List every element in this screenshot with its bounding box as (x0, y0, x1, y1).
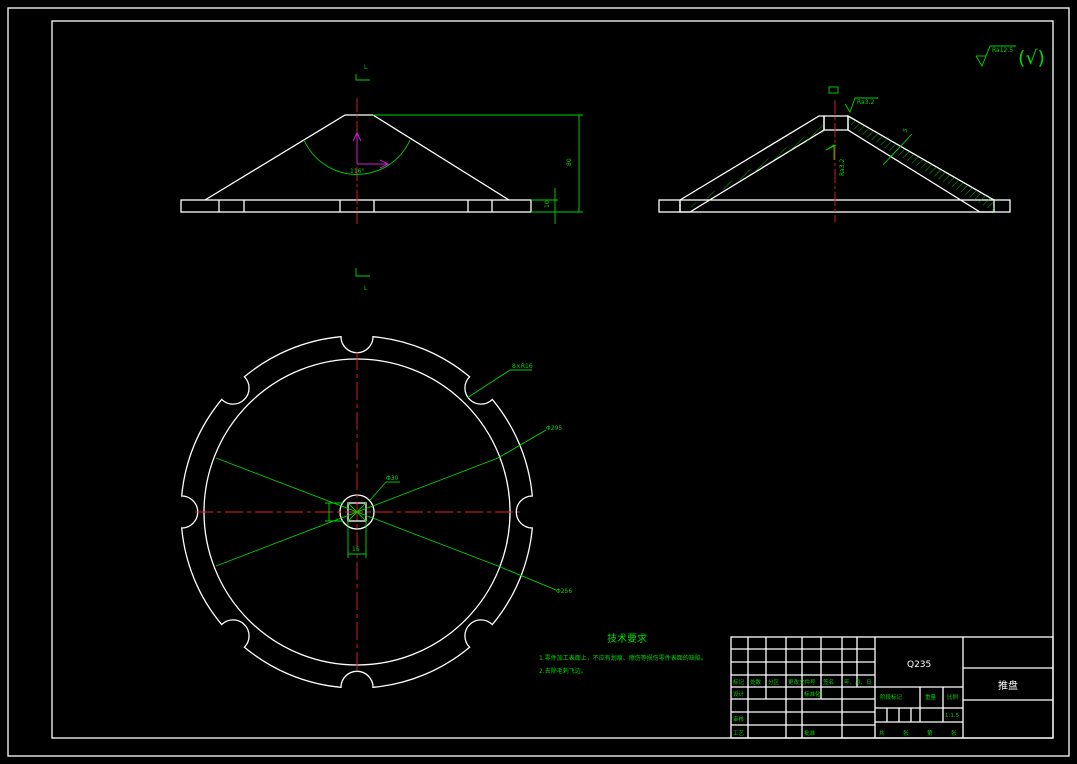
tb-label-review: 审核 (733, 715, 745, 723)
tb-material: Q235 (907, 660, 931, 670)
inner-diameter-label: Φ256 (556, 588, 572, 595)
tb-label-count: 处数 (750, 678, 762, 686)
tb-part-name: 推盘 (998, 679, 1018, 692)
tb-label-date: 年、月、日 (844, 678, 872, 686)
notch-label: 8×R16 (512, 363, 533, 370)
tech-req-line-1: 1.零件加工表面上，不应有划痕、擦伤等损伤零件表面的缺陷。 (539, 654, 707, 662)
section-finish-side: Ra3.2 (839, 159, 846, 176)
tb-weight: 重量 (925, 693, 937, 701)
technical-requirements: 技术要求 1.零件加工表面上，不应有划痕、擦伤等损伤零件表面的缺陷。 2.去除毛… (539, 632, 707, 675)
section-thickness-dimension: 5 (902, 127, 910, 134)
tb-label-mark: 标记 (733, 678, 745, 686)
surface-finish-symbol: Ra12.5 (992, 47, 1013, 54)
surface-finish-bracket: (√) (1018, 47, 1045, 69)
front-view: L 116° 80 10 L (180, 64, 583, 292)
tb-sheet-total: 共 (879, 729, 885, 737)
hub-diameter-label: Φ30 (386, 475, 399, 482)
tb-sheet-no: 第 (927, 729, 933, 737)
outer-notched-profile (180, 335, 534, 689)
inner-frame (51, 20, 1054, 739)
base-plate (180, 199, 532, 213)
tb-label-zone: 分区 (768, 678, 780, 686)
title-block: 标记 处数 分区 更改文件号 签名 年、月、日 设计 标准化 审核 工艺 批准 … (730, 636, 1054, 739)
section-view: Ra3.2 Ra3.2 5 (658, 86, 1011, 222)
section-wall-left (679, 115, 825, 213)
tech-req-line-2: 2.去除毛刺飞边。 (539, 667, 587, 675)
outer-border (7, 7, 1070, 757)
section-mark-bottom: L (364, 285, 368, 292)
hole-width-label: 15 (352, 546, 360, 553)
cone-angle-label: 116° (350, 168, 364, 175)
height-dimension: 80 (566, 158, 573, 166)
tb-label-approve: 批准 (804, 729, 816, 737)
section-mark-top: L (364, 64, 368, 71)
tb-scale: 1:1.5 (945, 713, 960, 719)
tb-sheet-unit-2: 张 (951, 729, 957, 737)
section-finish-top: Ra3.2 (857, 99, 874, 106)
surface-finish-note: Ra12.5 (√) (975, 45, 1045, 69)
section-wall-right (847, 114, 995, 213)
outer-diameter-label: Φ295 (546, 425, 562, 432)
ucs-icon (352, 131, 390, 169)
tb-label-change-doc: 更改文件号 (788, 678, 816, 686)
tb-sheet-unit: 张 (903, 729, 909, 737)
cone-outline (204, 114, 510, 201)
tb-stage-mark: 阶段标记 (880, 693, 903, 701)
tb-label-design: 设计 (733, 690, 745, 698)
section-base-plate (658, 199, 1011, 213)
plan-view: 8×R16 Φ295 Φ256 Φ30 15 (180, 335, 572, 689)
tech-req-title: 技术要求 (607, 632, 647, 645)
tb-label-sign: 签名 (823, 678, 834, 686)
tb-label-process: 工艺 (733, 730, 745, 737)
base-thickness-dimension: 10 (544, 200, 551, 208)
tb-ratio: 比例 (947, 693, 959, 701)
tb-label-standard: 标准化 (804, 690, 821, 698)
